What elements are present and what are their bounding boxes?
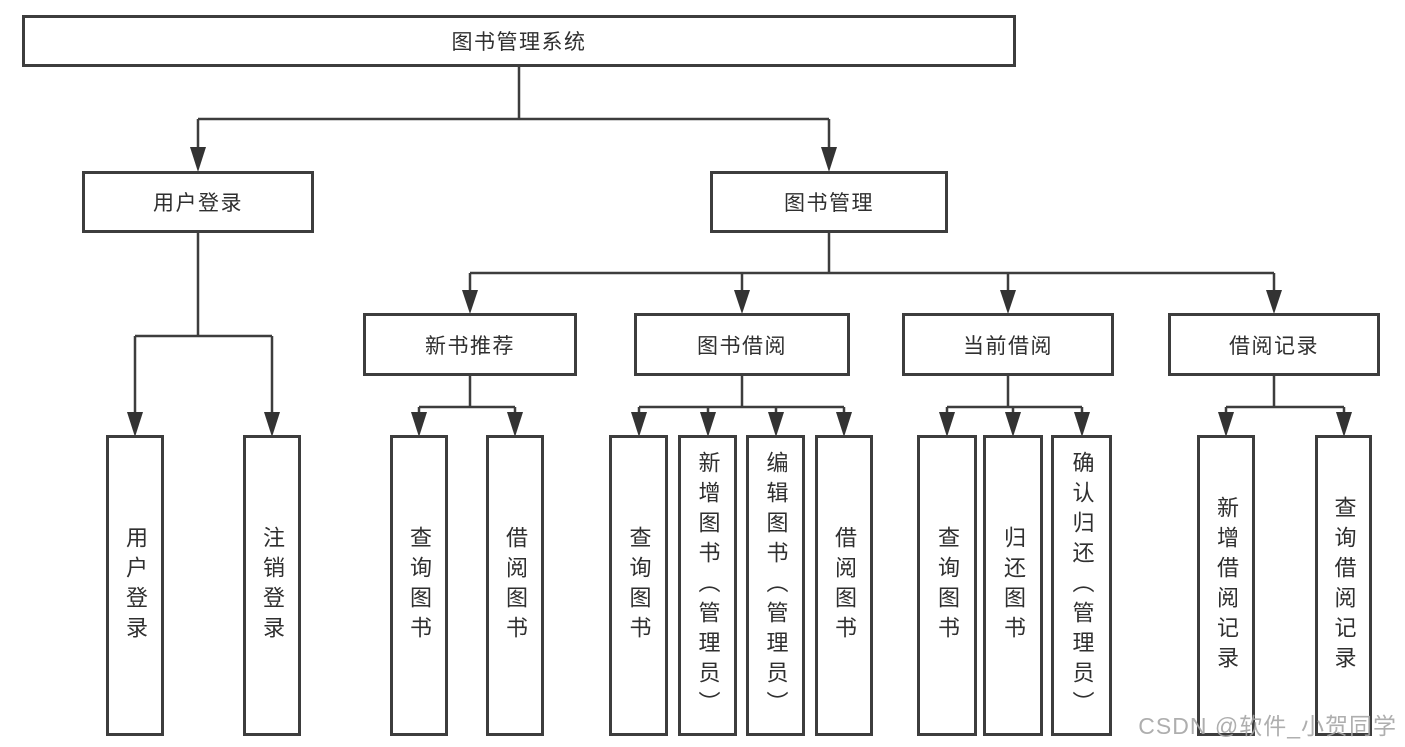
leaf-nbr-borrow-books: 借阅图书 <box>486 435 544 736</box>
connector-book-management-children <box>462 233 1282 314</box>
leaf-label: 查询图书 <box>626 525 652 646</box>
node-label: 图书借阅 <box>697 334 787 358</box>
leaf-br-add-record: 新增借阅记录 <box>1197 435 1255 736</box>
leaf-label: 确认归还（管理员） <box>1069 450 1095 721</box>
node-book-management: 图书管理 <box>710 171 948 233</box>
node-book-borrow: 图书借阅 <box>634 313 850 376</box>
csdn-watermark: CSDN @软件_小贺同学 <box>1138 713 1397 739</box>
node-borrow-records: 借阅记录 <box>1168 313 1380 376</box>
node-root-library-management-system: 图书管理系统 <box>22 15 1016 67</box>
connector-book-borrow-children <box>631 376 852 437</box>
leaf-label: 查询图书 <box>935 525 960 646</box>
leaf-label: 借阅图书 <box>832 525 857 646</box>
node-current-borrow: 当前借阅 <box>902 313 1114 376</box>
leaf-label: 编辑图书（管理员） <box>763 450 789 721</box>
leaf-label: 查询图书 <box>407 525 432 646</box>
leaf-cb-confirm-return-admin: 确认归还（管理员） <box>1051 435 1112 736</box>
connector-borrow-records-children <box>1218 376 1352 437</box>
connector-user-login-children <box>127 233 280 437</box>
leaf-label: 新增图书（管理员） <box>695 450 721 721</box>
connector-new-book-recommend-children <box>411 376 523 437</box>
leaf-label: 新增借阅记录 <box>1214 495 1239 676</box>
leaf-cb-query-books: 查询图书 <box>917 435 977 736</box>
leaf-logout: 注销登录 <box>243 435 301 736</box>
leaf-label: 借阅图书 <box>503 525 528 646</box>
leaf-bb-edit-books-admin: 编辑图书（管理员） <box>746 435 805 736</box>
leaf-br-query-record: 查询借阅记录 <box>1315 435 1372 736</box>
leaf-nbr-query-books: 查询图书 <box>390 435 448 736</box>
node-new-book-recommend: 新书推荐 <box>363 313 577 376</box>
leaf-user-login: 用户登录 <box>106 435 164 736</box>
node-user-login: 用户登录 <box>82 171 314 233</box>
leaf-bb-borrow-books: 借阅图书 <box>815 435 873 736</box>
leaf-bb-query-books: 查询图书 <box>609 435 668 736</box>
leaf-label: 归还图书 <box>1001 525 1026 646</box>
node-label: 当前借阅 <box>963 334 1053 358</box>
node-label: 借阅记录 <box>1229 334 1319 358</box>
leaf-label: 用户登录 <box>123 525 148 646</box>
connector-root-to-level2 <box>190 67 837 172</box>
leaf-bb-add-books-admin: 新增图书（管理员） <box>678 435 737 736</box>
leaf-cb-return-books: 归还图书 <box>983 435 1043 736</box>
leaf-label: 注销登录 <box>260 525 285 646</box>
node-label: 用户登录 <box>153 192 243 215</box>
node-label: 图书管理系统 <box>451 31 587 54</box>
node-label: 新书推荐 <box>425 334 515 358</box>
leaf-label: 查询借阅记录 <box>1331 495 1357 676</box>
node-label: 图书管理 <box>784 192 874 215</box>
connector-current-borrow-children <box>939 376 1090 437</box>
